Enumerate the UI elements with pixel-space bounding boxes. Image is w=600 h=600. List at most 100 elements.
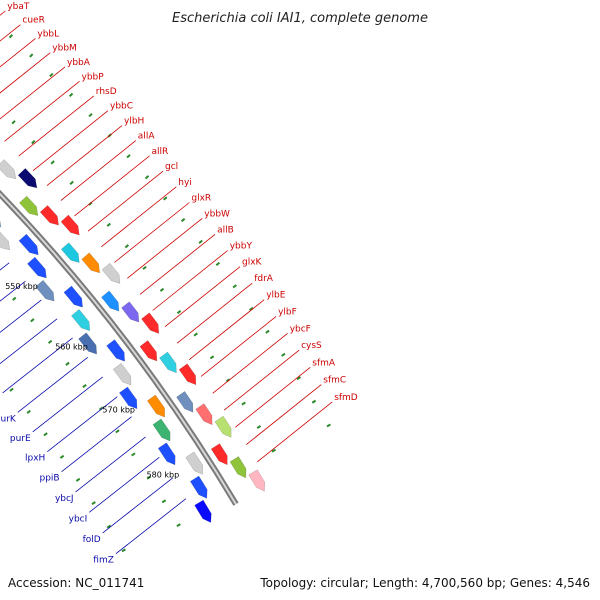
backbone-layer <box>0 189 239 506</box>
gene-label-ylbH: ylbH <box>124 117 144 127</box>
top-leader-19 <box>152 250 228 311</box>
gene-label-fdrA: fdrA <box>254 274 274 284</box>
top-leader-12 <box>60 140 137 201</box>
bottom-strand-gene-20 <box>119 386 138 410</box>
gene-label-folD: folD <box>83 535 101 545</box>
top-leader-13 <box>74 155 150 217</box>
bottom-strand-gene-26 <box>194 499 212 523</box>
top-strand-gene-18 <box>101 290 120 312</box>
bottom-strand-gene-18 <box>106 339 125 362</box>
top-leader-24 <box>212 332 288 394</box>
genome-summary-text: Topology: circular; Length: 4,700,560 bp… <box>259 576 590 590</box>
top-strand-gene-11 <box>17 168 38 189</box>
bottom-strand-gene-13 <box>27 256 47 279</box>
bottom-leader-13 <box>2 337 73 394</box>
top-strand-gene-17 <box>101 262 121 284</box>
top-strand-gene-21 <box>139 340 158 362</box>
top-leader-6 <box>0 52 51 94</box>
gene-label-ybbC: ybbC <box>110 102 133 112</box>
top-strand-gene-28 <box>229 456 247 479</box>
top-leader-16 <box>114 202 190 263</box>
bottom-strand-gene-16 <box>71 309 91 332</box>
top-strand-gene-14 <box>60 214 80 236</box>
gene-label-fimZ: fimZ <box>93 556 114 566</box>
gene-label-ybcI: ybcI <box>69 514 88 524</box>
bottom-leader-14 <box>17 356 89 413</box>
top-leader-7 <box>0 66 66 120</box>
top-leader-28 <box>256 401 333 463</box>
accession-text: Accession: NC_011741 <box>8 576 144 590</box>
gene-label-glxR: glxR <box>191 194 211 204</box>
gene-label-ylbE: ylbE <box>266 291 286 301</box>
gene-label-ylbF: ylbF <box>278 307 297 317</box>
top-strand-gene-24 <box>176 391 194 413</box>
gene-label-allB: allB <box>217 225 234 235</box>
gene-label-hyi: hyi <box>178 178 192 188</box>
gene-layer <box>0 159 266 523</box>
top-leader-17 <box>127 217 203 279</box>
gene-label-gcl: gcl <box>165 162 178 172</box>
top-strand-gene-10 <box>0 159 17 180</box>
bottom-leader-16 <box>47 396 118 453</box>
top-strand-gene-25 <box>195 403 213 426</box>
top-strand-gene-22 <box>159 351 177 374</box>
map-title: Escherichia coli IAI1, complete genome <box>172 11 428 26</box>
gene-label-ybbP: ybbP <box>82 72 105 82</box>
top-strand-gene-15 <box>60 242 80 263</box>
top-leader-4 <box>0 24 21 42</box>
bottom-leader-21 <box>115 498 187 555</box>
top-strand-gene-16 <box>81 252 100 274</box>
gene-label-sfmA: sfmA <box>312 358 336 368</box>
gene-label-ybcJ: ybcJ <box>55 494 74 504</box>
bottom-leader-12 <box>0 318 58 365</box>
bottom-strand-gene-22 <box>152 418 171 442</box>
gene-label-ppiB: ppiB <box>39 474 59 484</box>
bottom-strand-gene-25 <box>189 475 208 499</box>
top-strand-gene-20 <box>141 312 160 334</box>
gene-label-cysS: cysS <box>301 341 322 351</box>
bottom-strand-gene-21 <box>146 394 165 418</box>
scale-tick-label-4: 560 kbp <box>55 343 88 352</box>
gene-label-rhsD: rhsD <box>96 87 117 97</box>
gene-label-sfmD: sfmD <box>334 393 358 403</box>
bottom-leader-15 <box>32 376 103 433</box>
top-leader-5 <box>0 38 36 68</box>
top-leader-25 <box>223 349 300 411</box>
top-leader-3 <box>0 10 6 16</box>
gene-label-allR: allR <box>152 147 169 157</box>
top-leader-11 <box>46 125 123 186</box>
scale-tick-label-5: 570 kbp <box>102 405 135 414</box>
bottom-strand-gene-24 <box>185 451 203 475</box>
gene-label-ybbM: ybbM <box>52 44 77 54</box>
gene-label-purE: purE <box>10 434 31 444</box>
gene-label-ybbA: ybbA <box>67 58 91 68</box>
top-strand-gene-23 <box>178 363 197 386</box>
top-leader-9 <box>18 95 95 157</box>
gene-label-ybbY: ybbY <box>230 242 253 252</box>
top-strand-gene-26 <box>214 415 232 438</box>
top-leader-23 <box>200 316 277 377</box>
gene-label-allA: allA <box>138 132 156 142</box>
top-leader-18 <box>139 233 216 295</box>
bottom-strand-gene-15 <box>63 285 83 308</box>
gene-label-ybaT: ybaT <box>7 2 30 12</box>
bottom-strand-gene-12 <box>18 233 39 256</box>
top-leader-14 <box>87 170 164 232</box>
gene-label-cueR: cueR <box>22 16 44 26</box>
top-leader-27 <box>246 384 322 445</box>
top-leader-20 <box>164 266 241 328</box>
gene-label-sfmC: sfmC <box>323 376 346 386</box>
bottom-strand-gene-10 <box>0 219 2 228</box>
scale-tick-label-6: 580 kbp <box>147 470 180 479</box>
bottom-leader-11 <box>0 299 42 333</box>
top-strand-gene-13 <box>39 205 59 226</box>
gene-label-ybbW: ybbW <box>204 209 230 219</box>
gene-label-glxK: glxK <box>242 258 263 268</box>
bottom-leader-19 <box>89 456 160 513</box>
gene-label-ybcF: ybcF <box>290 324 311 334</box>
label-layer: gskybaQybaSybaTcueRybbLybbMybbAybbPrhsDy… <box>0 2 358 566</box>
bottom-leader-17 <box>61 416 132 473</box>
gene-label-purK: purK <box>0 414 17 424</box>
bottom-leader-20 <box>102 477 173 534</box>
